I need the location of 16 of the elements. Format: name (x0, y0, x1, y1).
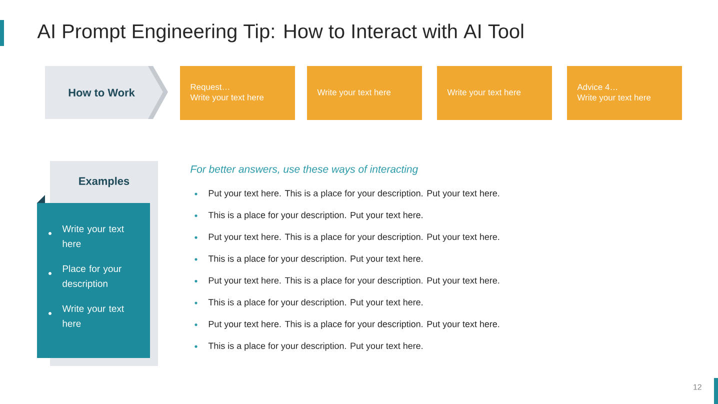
bullet-item: Put your text here. This is a place for your description. Put your text here. (194, 233, 500, 242)
bullet-item: This is a place for your description. Put your text here. (194, 298, 422, 308)
step-chevron: How to Work (45, 66, 168, 119)
bullet-panel: Write your text here Place for your description Write your text here (37, 195, 150, 358)
subheading: For better answers, use these ways of interacting (190, 165, 418, 175)
bullet-item: This is a place for your description. Put your text here. (194, 212, 422, 220)
step-box: Request… Write your text here (180, 66, 295, 120)
bullet-item: Put your text here. This is a place for your description. Put your text here. (194, 320, 500, 329)
bullet-item: Put your text here. This is a place for your description. Put your text here. (194, 277, 500, 286)
step-box: Write your text here (307, 66, 422, 120)
slide-title: AI Prompt Engineering Tip: How to Interact with AI Tool (37, 24, 524, 42)
step-box: Write your text here (437, 66, 552, 120)
step-box: Advice 4… Write your text here (567, 66, 682, 120)
bullet-item: This is a place for your description. Put your text here. (194, 255, 422, 264)
bullet-item: This is a place for your description. Put your text here. (194, 342, 422, 351)
bullet-item: Put your text here. This is a place for your description. Put your text here. (194, 190, 500, 198)
